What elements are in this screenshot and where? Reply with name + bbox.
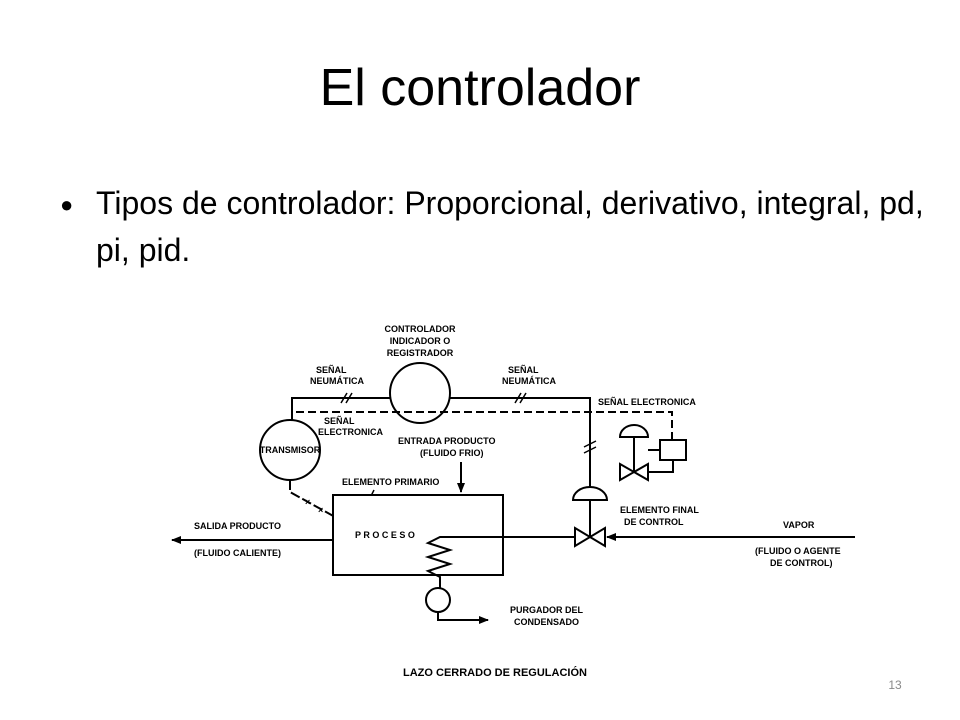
controller-circle (389, 362, 451, 424)
condensate-drain-line (437, 612, 489, 624)
process-label: P R O C E S O (355, 530, 415, 540)
pneumatic-mark-right (514, 392, 527, 404)
steam-trap (425, 587, 451, 613)
final-element-label-1: ELEMENTO FINAL (620, 505, 699, 515)
steam-note-label-2: DE CONTROL) (770, 558, 833, 568)
electronic-left-label-2: ELECTRONICA (318, 427, 384, 437)
secondary-actuator-dome (618, 424, 650, 438)
electronic-right-label: SEÑAL ELECTRONICA (598, 397, 696, 407)
secondary-valve-outlet (648, 460, 674, 473)
pneumatic-right-label-2: NEUMÁTICA (502, 376, 556, 386)
page-number: 13 (888, 678, 902, 692)
process-vessel (332, 494, 504, 576)
steam-note-label-1: (FLUIDO O AGENTE (755, 546, 841, 556)
primary-element-label: ELEMENTO PRIMARIO (342, 477, 439, 487)
electronic-left-label-1: SEÑAL (324, 416, 355, 426)
inlet-label-1: ENTRADA PRODUCTO (398, 436, 496, 446)
final-actuator-dome (571, 486, 609, 501)
bullet-dot-icon: ● (60, 192, 74, 217)
pneumatic-signal-line (291, 397, 591, 488)
drain-label-1: PURGADOR DEL (510, 605, 584, 615)
heating-coil (424, 536, 503, 588)
bullet-text: Tipos de controlador: Proporcional, deri… (96, 185, 924, 268)
secondary-valve-body (619, 462, 649, 482)
steam-label: VAPOR (783, 520, 815, 530)
secondary-valve-stem (633, 437, 660, 472)
final-element-label-2: DE CONTROL (624, 517, 684, 527)
controller-label-3: REGISTRADOR (387, 348, 454, 358)
sensor-mark-2-icon: × (318, 505, 323, 515)
sensor-mark-1-icon: × (305, 497, 310, 507)
controller-label-2: INDICADOR O (390, 336, 451, 346)
pneumatic-mark-left (340, 392, 353, 404)
final-control-valve (574, 526, 606, 548)
controller-label-1: CONTROLADOR (385, 324, 456, 334)
pneumatic-left-label-1: SEÑAL (316, 365, 347, 375)
pneumatic-mark-vertical (583, 440, 597, 454)
outlet-label-1: SALIDA PRODUCTO (194, 521, 281, 531)
electronic-signal-line (296, 411, 673, 440)
electronic-actuator-box (659, 439, 687, 461)
outlet-label-2: (FLUIDO CALIENTE) (194, 548, 281, 558)
pneumatic-right-label-1: SEÑAL (508, 365, 539, 375)
drain-label-2: CONDENSADO (514, 617, 579, 627)
diagram-caption: LAZO CERRADO DE REGULACIÓN (403, 666, 587, 679)
inlet-label-2: (FLUIDO FRIO) (420, 448, 484, 458)
slide-title: El controlador (319, 59, 641, 117)
transmitter-label: TRANSMISOR (260, 445, 321, 455)
pneumatic-left-label-2: NEUMÁTICA (310, 376, 364, 386)
